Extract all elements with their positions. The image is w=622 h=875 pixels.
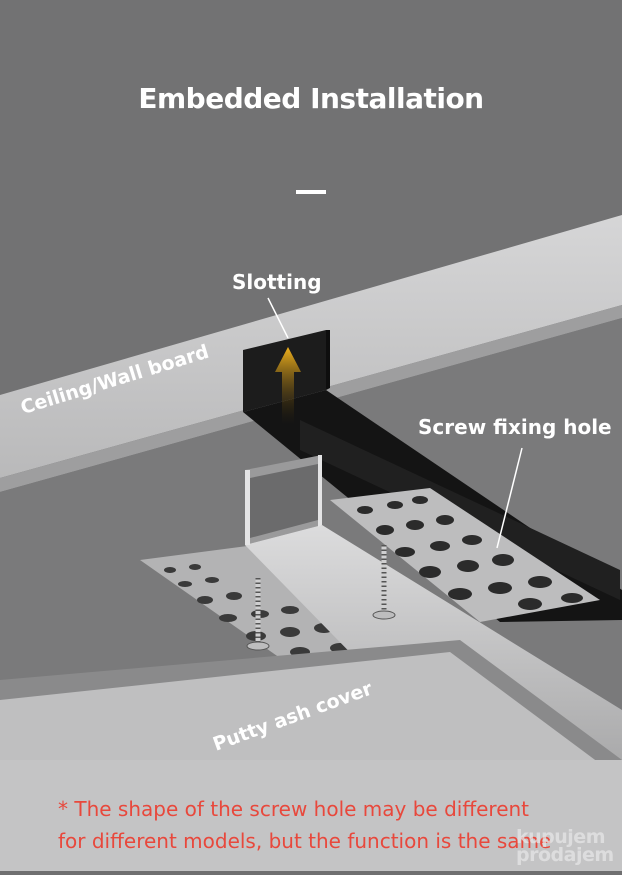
slotting-pointer: [267, 297, 289, 339]
screw-right: [372, 545, 396, 620]
screw-hole-pointer: [496, 447, 523, 549]
perforated-flange-right: [330, 488, 600, 622]
title-divider: [296, 190, 326, 194]
disclaimer-line-1: * The shape of the screw hole may be dif…: [58, 797, 530, 821]
disclaimer-line-2: for different models, but the function i…: [58, 829, 552, 853]
page-title: Embedded Installation: [138, 82, 484, 115]
slotting-arrow-icon: [275, 347, 301, 425]
screw-left: [246, 578, 270, 651]
watermark-line-1: kupujem: [516, 826, 606, 848]
watermark-line-2: prodajem: [516, 844, 614, 866]
label-slotting: Slotting: [232, 270, 322, 294]
disclaimer-note: * The shape of the screw hole may be dif…: [58, 793, 551, 857]
label-screw-fixing-hole: Screw fixing hole: [418, 415, 612, 439]
